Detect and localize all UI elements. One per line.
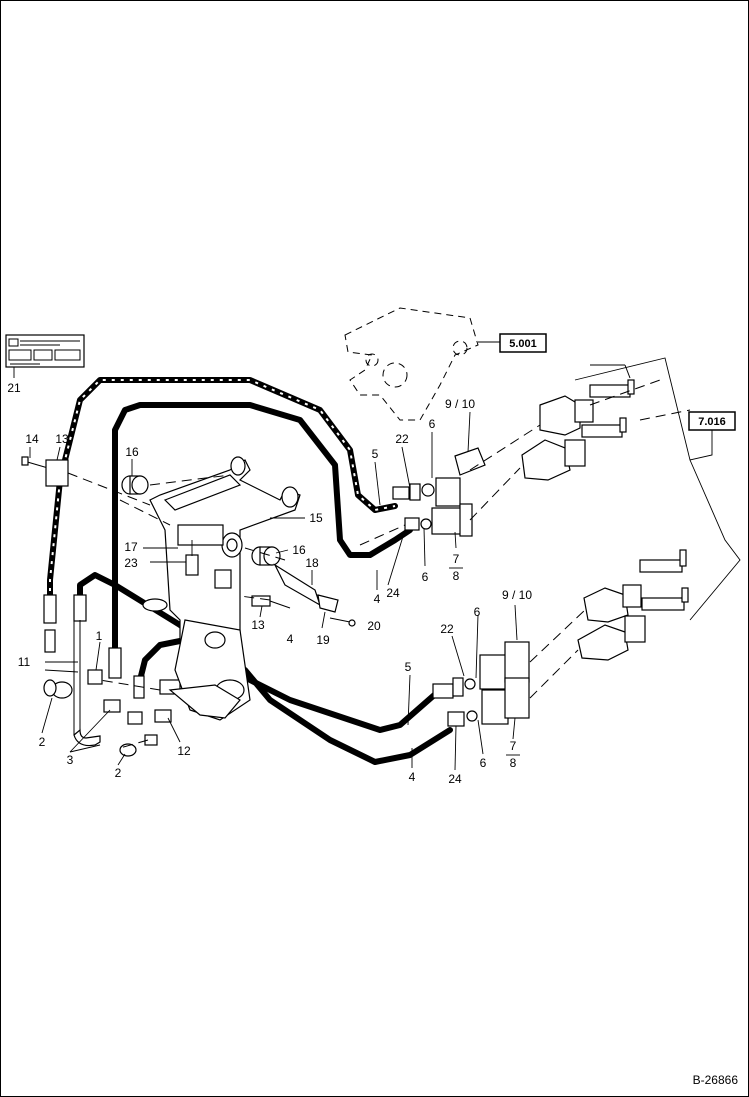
callout-9-10-upper: 9 / 10 (445, 397, 475, 411)
hose-end-fittings-left (43, 594, 181, 757)
plate-13-lower (251, 595, 291, 609)
callout-13-upper: 13 (55, 432, 69, 446)
callout-5-lower: 5 (405, 660, 412, 674)
reference-box-7016: 7.016 (574, 357, 741, 621)
bushing-16-lower (251, 546, 281, 566)
callout-16-lower: 16 (292, 543, 306, 557)
leader-lines (29, 411, 518, 771)
callout-4-upper: 4 (374, 592, 381, 606)
swing-bracket (142, 456, 301, 721)
callout-18: 18 (305, 556, 319, 570)
callout-24-upper: 24 (386, 586, 400, 600)
callout-7-upper: 7 (453, 552, 460, 566)
callout-12: 12 (177, 744, 191, 758)
warning-label-plate (5, 334, 85, 378)
screw-20 (329, 617, 356, 627)
hose-outer (47, 377, 398, 603)
hose-lower-4 (137, 637, 453, 765)
callout-8-upper: 8 (453, 569, 460, 583)
callout-14: 14 (25, 432, 39, 446)
callout-labels: 21 14 13 16 15 17 23 16 18 13 4 19 20 5 … (7, 381, 532, 786)
reference-5001-text: 5.001 (509, 338, 537, 350)
reference-7016-text: 7.016 (698, 416, 726, 428)
pin-18 (273, 563, 339, 613)
callout-15: 15 (309, 511, 323, 525)
callout-3: 3 (67, 753, 74, 767)
callout-4-small: 4 (287, 632, 294, 646)
callout-19: 19 (316, 633, 330, 647)
pin-bolt-14 (21, 456, 49, 469)
couplings-upper (392, 364, 635, 537)
callout-22-lower: 22 (440, 622, 454, 636)
document-number: B-26866 (693, 1073, 739, 1087)
callout-23: 23 (124, 556, 138, 570)
callout-9-10-lower: 9 / 10 (502, 588, 532, 602)
attachment-bracket-outline (344, 307, 500, 421)
callout-20: 20 (367, 619, 381, 633)
assembly-dash-lines (67, 379, 691, 749)
callout-6-upper-a: 6 (429, 417, 436, 431)
fitting-23 (185, 540, 199, 576)
callout-2-bottom: 2 (115, 766, 122, 780)
hose-inner (112, 402, 413, 653)
callout-6-lower-a: 6 (474, 605, 481, 619)
callout-21: 21 (7, 381, 21, 395)
callout-11: 11 (18, 655, 31, 669)
reference-box-5001: 5.001 (499, 333, 547, 353)
callout-1: 1 (96, 629, 103, 643)
callout-24-lower: 24 (448, 772, 462, 786)
bushing-16-upper (121, 475, 149, 495)
plate-13-upper (45, 459, 69, 487)
callout-6-lower-b: 6 (480, 756, 487, 770)
couplings-lower (432, 549, 689, 727)
callout-17: 17 (124, 540, 138, 554)
callout-22-upper: 22 (395, 432, 409, 446)
callout-2-left: 2 (39, 735, 46, 749)
callout-7-lower: 7 (510, 739, 517, 753)
callout-8-lower: 8 (510, 756, 517, 770)
callout-4-lower: 4 (409, 770, 416, 784)
callout-13-lower: 13 (251, 618, 265, 632)
callout-5-upper: 5 (372, 447, 379, 461)
callout-6-upper-b: 6 (422, 570, 429, 584)
callout-16-upper: 16 (125, 445, 139, 459)
